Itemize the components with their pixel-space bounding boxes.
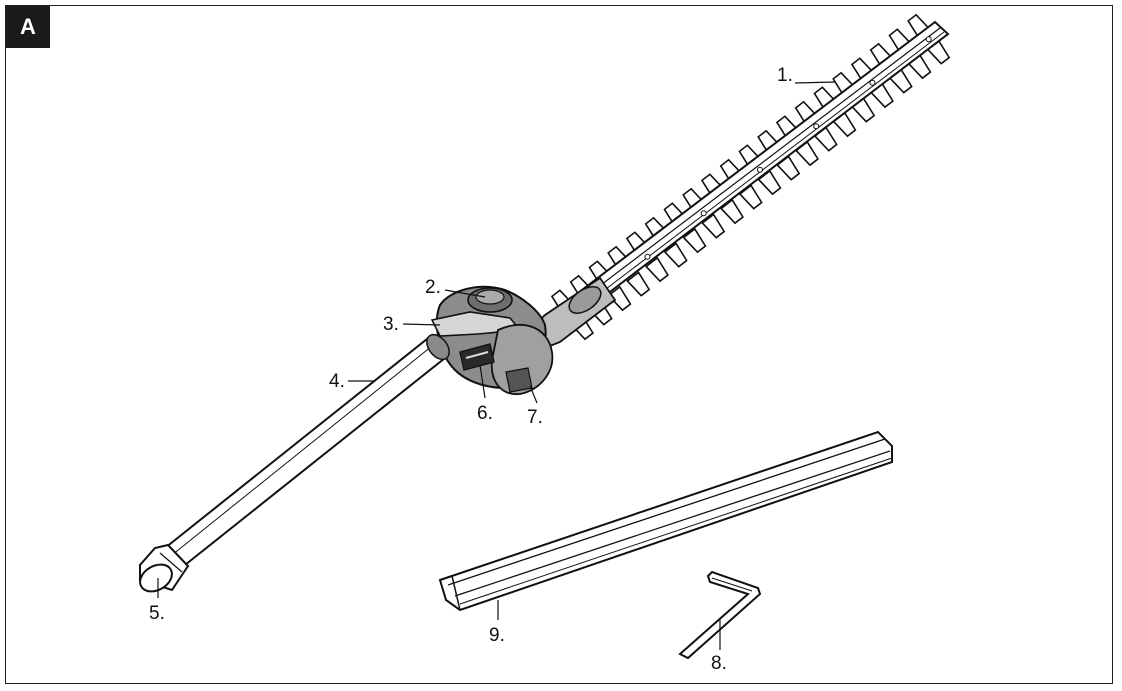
blade-tooth-bottom: [757, 169, 782, 196]
blade-rivet: [869, 79, 876, 86]
leader-lines: [157, 81, 836, 650]
blade-tooth-bottom: [701, 213, 726, 239]
blade-tooth-bottom: [626, 271, 651, 297]
blade-tooth-bottom: [869, 82, 894, 109]
blade-tooth-bottom: [663, 242, 688, 268]
blade-rivet: [700, 210, 707, 217]
label-9: 9.: [489, 625, 505, 646]
blade-icon: [543, 13, 951, 341]
gear-cover-icon: [490, 324, 554, 395]
blade-tooth-bottom: [719, 198, 744, 225]
blade-rivet: [925, 36, 932, 43]
label-2: 2.: [425, 277, 441, 298]
blade-tooth-bottom: [738, 184, 763, 210]
blade-tooth-bottom: [851, 97, 876, 123]
leader-7: [529, 385, 538, 404]
blade-tooth-bottom: [794, 140, 819, 167]
figure-badge: A: [6, 6, 50, 48]
blade-rivet: [756, 166, 763, 173]
hex-key-icon: [678, 570, 762, 660]
shaft-icon: [163, 333, 450, 567]
blade-tooth-bottom: [682, 227, 707, 254]
blade-rivet: [813, 123, 820, 130]
shaft-end-icon: [139, 543, 190, 593]
label-1: 1.: [777, 65, 793, 86]
leader-2: [444, 289, 486, 298]
blade-tooth-bottom: [813, 126, 838, 152]
blade-tooth-bottom: [644, 256, 669, 283]
leader-6: [479, 364, 486, 399]
blade-cover-icon: [438, 430, 893, 612]
figure-frame: [5, 5, 1113, 684]
blade-tooth-bottom: [832, 111, 857, 138]
angle-button-icon: [459, 343, 495, 371]
label-5: 5.: [149, 603, 165, 624]
leader-1: [794, 81, 836, 84]
label-4: 4.: [329, 371, 345, 392]
label-6: 6.: [477, 403, 493, 424]
blade-tooth-bottom: [607, 285, 632, 312]
leader-3: [402, 323, 441, 326]
label-7: 7.: [527, 407, 543, 428]
blade-tooth-bottom: [776, 155, 801, 181]
blade-rivet: [644, 253, 651, 260]
label-8: 8.: [711, 653, 727, 674]
label-3: 3.: [383, 314, 399, 335]
